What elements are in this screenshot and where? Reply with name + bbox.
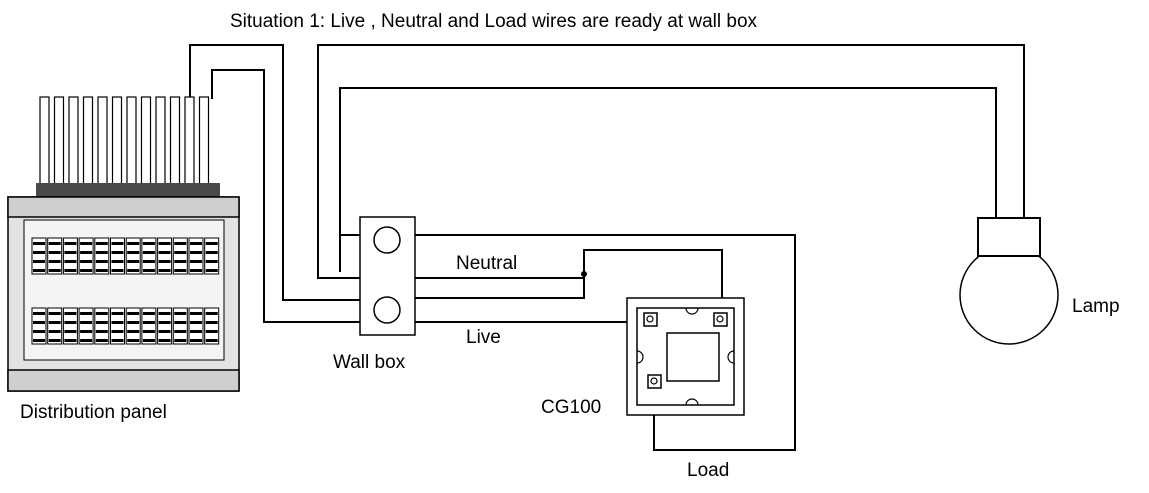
breaker-module — [157, 307, 173, 345]
label-lamp: Lamp — [1072, 296, 1120, 317]
panel-bottom-rail — [7, 369, 240, 392]
breaker-rows — [31, 237, 220, 345]
diagram-title: Situation 1: Live , Neutral and Load wir… — [230, 11, 758, 32]
panel-live-wire — [211, 69, 360, 323]
breaker-module — [125, 237, 141, 275]
breaker-module — [62, 237, 78, 275]
lamp-base — [977, 217, 1041, 257]
load-return-wire — [415, 234, 796, 451]
wall-box-upper-hole — [373, 226, 401, 254]
wires — [189, 44, 1025, 451]
breaker-module — [188, 237, 204, 275]
breaker-stem — [140, 96, 152, 188]
lamp-neutral-outer-wire — [317, 44, 1025, 272]
label-wall-box: Wall box — [333, 352, 406, 373]
switch-center — [666, 332, 720, 382]
lamp-bulb — [959, 245, 1059, 345]
breaker-module — [62, 307, 78, 345]
breaker-module — [204, 307, 220, 345]
distribution-panel — [7, 96, 240, 392]
breaker-module — [188, 307, 204, 345]
label-cg100: CG100 — [541, 397, 602, 418]
breaker-stem — [97, 96, 108, 188]
breaker-module — [172, 307, 188, 345]
breaker-module — [141, 307, 157, 345]
breaker-stem — [198, 96, 210, 188]
label-neutral: Neutral — [456, 253, 518, 274]
breaker-module — [47, 237, 63, 275]
cg100-switch — [626, 297, 745, 416]
breaker-stem — [39, 96, 50, 188]
breaker-module — [204, 237, 220, 275]
wall-box — [359, 216, 416, 336]
breaker-stem — [82, 96, 94, 188]
breaker-module — [110, 237, 125, 275]
breaker-stem — [53, 96, 65, 188]
breaker-module — [141, 237, 157, 275]
breaker-module — [110, 307, 125, 345]
breaker-stem — [155, 96, 166, 188]
breaker-stem — [68, 96, 79, 188]
junction-dot — [581, 271, 587, 277]
lamp — [959, 217, 1059, 345]
breaker-module — [31, 307, 47, 345]
panel-top-rail — [7, 196, 240, 218]
neutral-branch-wire — [415, 249, 723, 318]
breaker-module — [94, 307, 110, 345]
breaker-module — [157, 237, 173, 275]
breaker-module — [31, 237, 47, 275]
wall-box-lower-hole — [373, 296, 401, 324]
breaker-stem — [169, 96, 181, 188]
breaker-module — [47, 307, 63, 345]
breaker-stems — [39, 96, 210, 188]
breaker-stem — [184, 96, 195, 188]
breaker-module — [94, 237, 110, 275]
lamp-stub-outer — [317, 272, 360, 279]
lamp-neutral-inner-wire — [339, 87, 997, 272]
label-load: Load — [687, 460, 730, 481]
breaker-stem — [111, 96, 123, 188]
breaker-module — [125, 307, 141, 345]
breaker-module — [78, 307, 94, 345]
label-distribution-panel: Distribution panel — [20, 402, 167, 423]
panel-neutral-wire — [189, 44, 360, 301]
panel-cap — [36, 183, 220, 199]
label-live: Live — [466, 327, 501, 348]
breaker-stem — [126, 96, 137, 188]
breaker-module — [172, 237, 188, 275]
breaker-module — [78, 237, 94, 275]
